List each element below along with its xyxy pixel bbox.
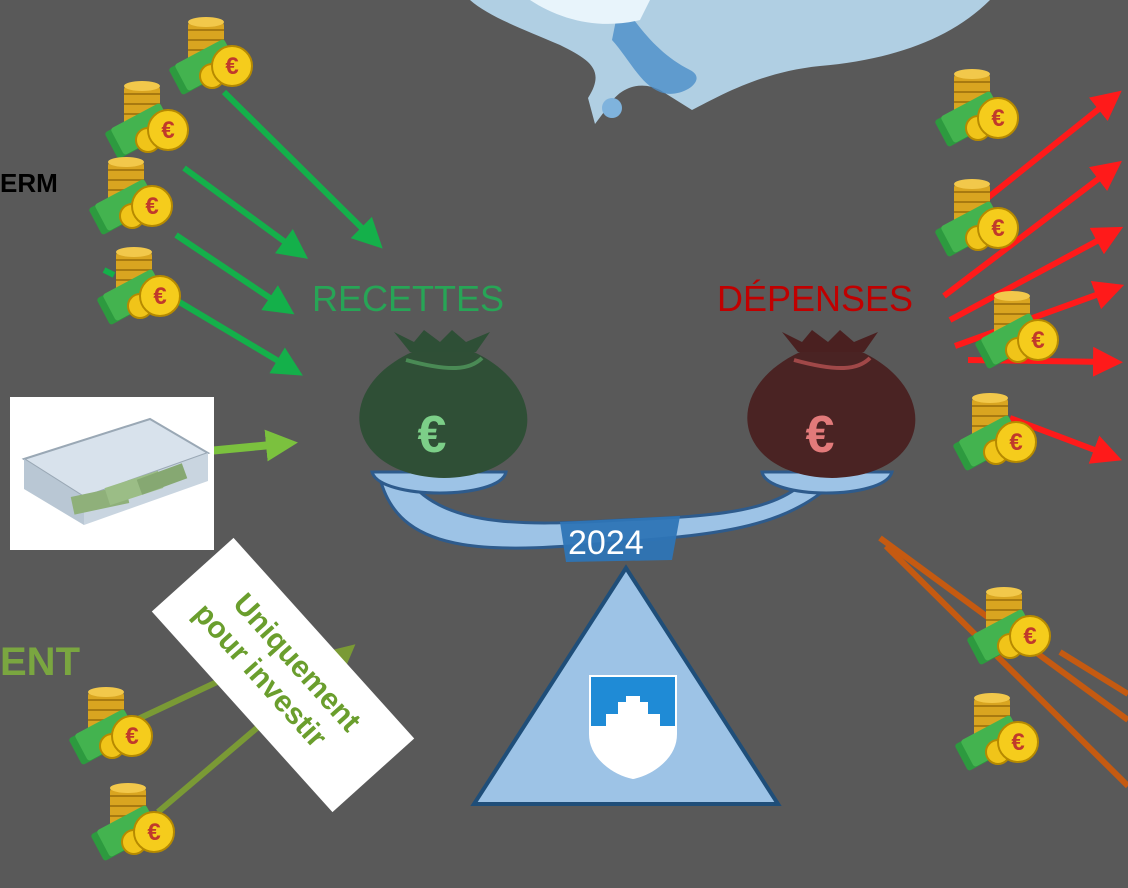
money-bag-expense-icon: € [747,330,916,478]
left-bottom-label-fragment: ENT [0,640,80,684]
year-label: 2024 [568,524,644,562]
coin-stack-icon [103,80,189,161]
coin-stack-icon [167,16,253,97]
coin-stack-icon [89,782,175,863]
coin-stack-icon [953,692,1039,773]
income-label: RECETTES [312,278,505,319]
coin-stack-icon [933,178,1019,259]
red-expense-arrows [938,90,1125,464]
svg-text:€: € [806,406,835,464]
money-bag-income-icon: € [359,330,528,478]
svg-text:€: € [418,406,447,464]
coin-stack-icon [67,686,153,767]
mattress-money-icon [10,397,214,550]
coin-stack-icon [933,68,1019,149]
coin-stack-icon [95,246,181,327]
expense-label: DÉPENSES [717,278,914,319]
coin-stack-icon [951,392,1037,473]
coin-stack-icon [965,586,1051,667]
scale-beam [370,470,894,562]
coin-stack-icon [87,156,173,237]
left-top-label-fragment: ERM [0,168,58,198]
water-splash-image [470,0,990,124]
coat-of-arms-icon [589,675,677,780]
